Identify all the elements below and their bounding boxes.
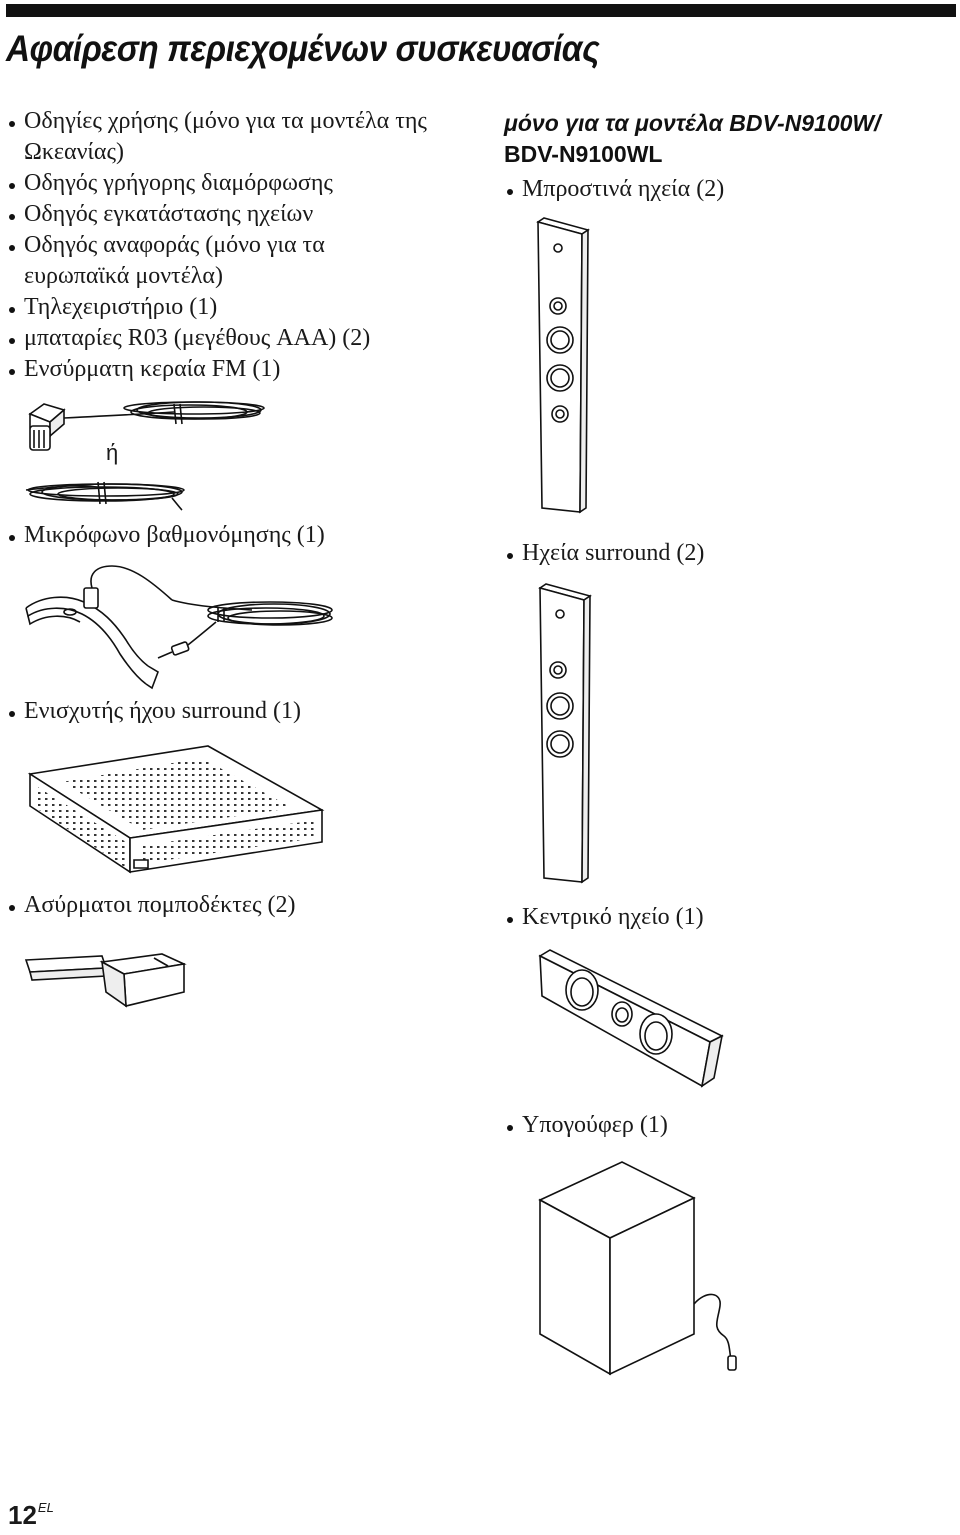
front-speakers-label: Μπροστινά ηχεία (2) bbox=[504, 174, 724, 205]
subwoofer-label: Υπογούφερ (1) bbox=[504, 1110, 668, 1141]
list-item: Τηλεχειριστήριο (1) bbox=[6, 292, 446, 323]
subwoofer-icon bbox=[536, 1160, 746, 1378]
surround-speaker-icon bbox=[538, 584, 592, 882]
model-heading-line2: BDV-N9100WL bbox=[504, 141, 663, 167]
list-item: Οδηγός γρήγορης διαμόρφωσης bbox=[6, 168, 446, 199]
list-item: Οδηγίες χρήσης (μόνο για τα μοντέλα της … bbox=[6, 106, 434, 168]
package-contents-list: Οδηγίες χρήσης (μόνο για τα μοντέλα της … bbox=[6, 106, 446, 385]
wireless-transceiver-icon bbox=[22, 948, 190, 1010]
fm-antenna-icon bbox=[24, 396, 264, 458]
page-number-value: 12 bbox=[8, 1500, 37, 1530]
model-heading-line1: μόνο για τα μοντέλα BDV-N9100W/ bbox=[504, 110, 881, 136]
list-item: Ενσύρματη κεραία FM (1) bbox=[6, 354, 446, 385]
or-label: ή bbox=[106, 440, 119, 465]
list-item: Οδηγός εγκατάστασης ηχείων bbox=[6, 199, 446, 230]
microphone-label: Μικρόφωνο βαθμονόμησης (1) bbox=[6, 520, 325, 551]
center-speaker-icon bbox=[538, 950, 724, 1088]
page-number: 12EL bbox=[8, 1500, 54, 1531]
model-heading: μόνο για τα μοντέλα BDV-N9100W/ BDV-N910… bbox=[504, 108, 881, 170]
top-rule bbox=[6, 4, 956, 17]
list-item: Οδηγός αναφοράς (μόνο για τα ευρωπαϊκά μ… bbox=[6, 230, 384, 292]
transceivers-label: Ασύρματοι πομποδέκτες (2) bbox=[6, 890, 295, 921]
list-item: μπαταρίες R03 (μεγέθους AAA) (2) bbox=[6, 323, 446, 354]
amplifier-label: Ενισχυτής ήχου surround (1) bbox=[6, 696, 301, 727]
page-language-code: EL bbox=[37, 1500, 54, 1515]
fm-antenna-wire-icon bbox=[22, 476, 190, 512]
page-title: Αφαίρεση περιεχομένων συσκευασίας bbox=[6, 28, 600, 69]
center-speaker-label: Κεντρικό ηχείο (1) bbox=[504, 902, 704, 933]
surround-speakers-label: Ηχεία surround (2) bbox=[504, 538, 704, 569]
calibration-mic-icon bbox=[22, 562, 340, 694]
front-speaker-icon bbox=[536, 218, 590, 512]
amplifier-icon bbox=[22, 742, 328, 878]
